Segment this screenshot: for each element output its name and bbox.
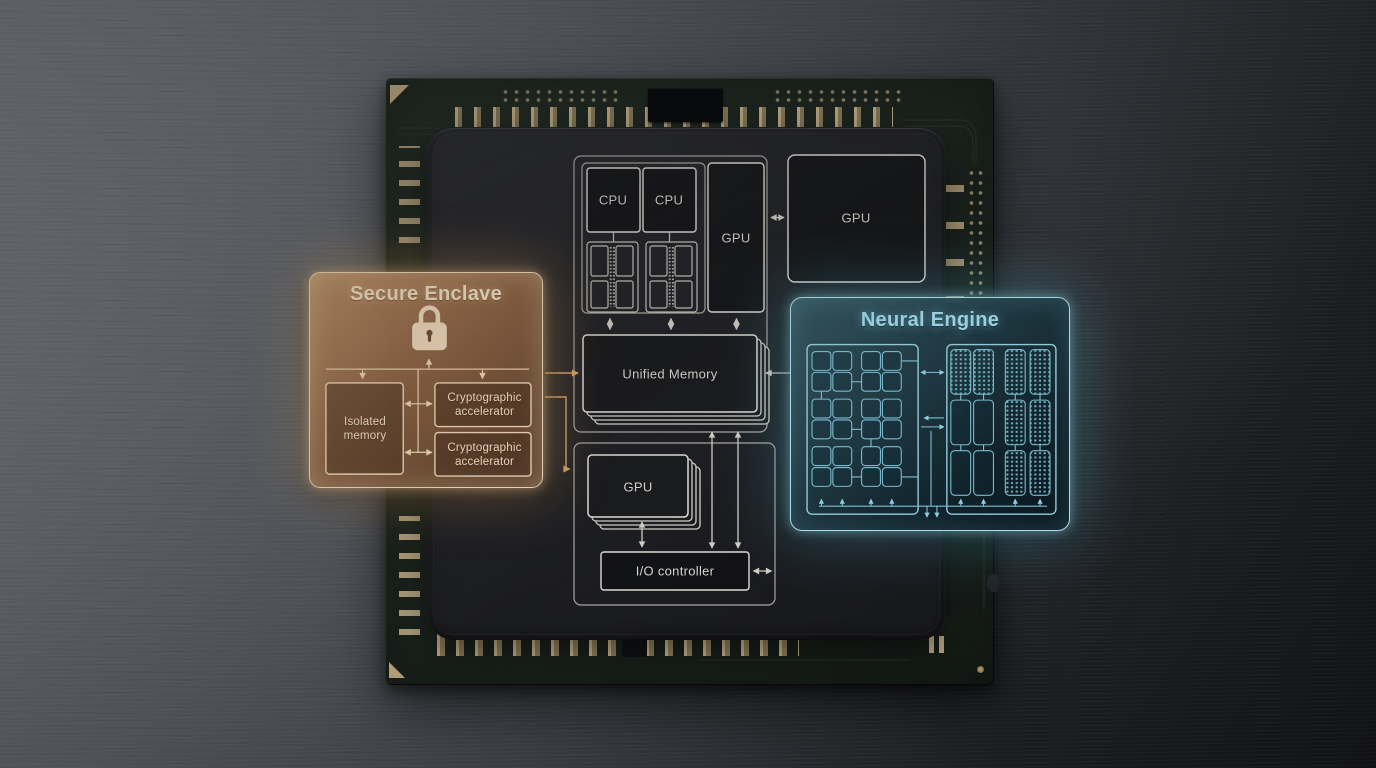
lock-icon <box>412 305 447 351</box>
secure-enclave-connectors <box>325 358 530 456</box>
memory-array-grid <box>950 349 1051 496</box>
smd-pads-bottom-right <box>929 636 944 653</box>
smd-pads-left <box>399 146 420 243</box>
gpu-large-label: GPU <box>841 210 871 226</box>
neural-engine-callout: Neural Engine <box>790 297 1070 531</box>
gpu-cluster-label: GPU <box>623 479 653 495</box>
secure-enclave-blocks <box>325 382 532 477</box>
isolated-memory-label: Isolated memory <box>343 416 387 442</box>
via-dots <box>772 88 902 104</box>
secure-enclave-title: Secure Enclave <box>349 283 503 305</box>
neural-engine-connectors <box>818 360 1047 518</box>
via-dots <box>500 88 622 104</box>
black-component <box>648 88 723 122</box>
crypto-accelerator-label: Cryptographic accelerator <box>447 392 522 418</box>
fiducial-dot <box>977 666 984 673</box>
neural-engine-sections <box>806 343 1057 515</box>
crypto-accelerator-label: Cryptographic accelerator <box>447 442 522 468</box>
compute-core-grid <box>811 350 902 487</box>
cpu-label: CPU <box>654 192 684 208</box>
secure-enclave-diagram <box>325 305 532 477</box>
secure-enclave-callout: Secure Enclave Isolated memory Cryptogra… <box>309 272 543 488</box>
edge-notch <box>987 574 1000 592</box>
smd-pads-left <box>399 516 420 635</box>
cpu-label: CPU <box>598 192 628 208</box>
neural-engine-title: Neural Engine <box>860 309 1000 331</box>
io-controller-label: I/O controller <box>635 563 715 579</box>
neural-engine-diagram <box>806 343 1057 518</box>
gpu-column-label: GPU <box>721 230 751 246</box>
unified-memory-label: Unified Memory <box>622 366 718 382</box>
